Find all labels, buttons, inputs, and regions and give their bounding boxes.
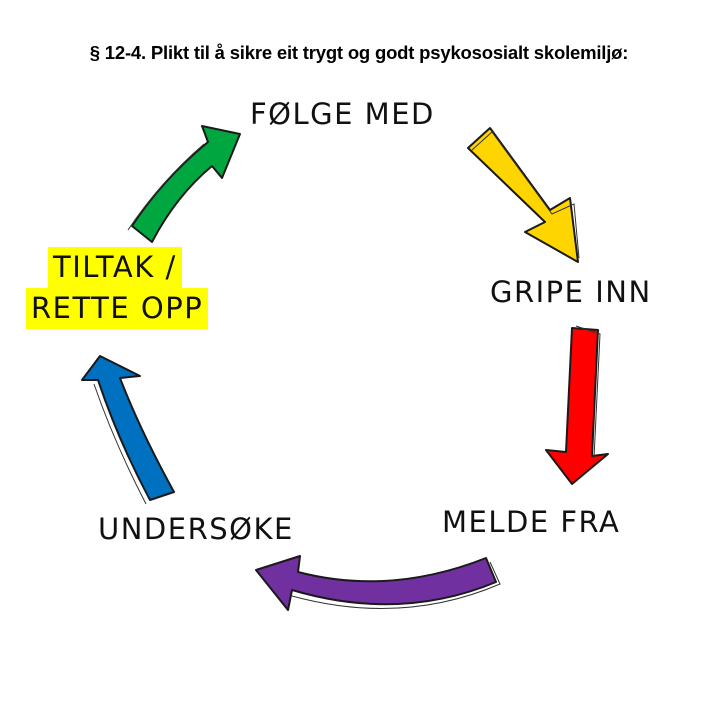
step-gripe-inn: GRIPE INN <box>490 275 652 309</box>
arrow-blue <box>81 355 175 505</box>
step-melde-fra: MELDE FRA <box>442 505 621 539</box>
arrow-green <box>127 125 241 243</box>
step-tiltak-rette-opp: TILTAK / RETTE OPP <box>26 247 228 352</box>
arrow-red <box>545 325 609 485</box>
step-tiltak-line2: RETTE OPP <box>26 288 209 329</box>
arrow-purple <box>255 555 501 611</box>
page-title: § 12-4. Plikt til å sikre eit trygt og g… <box>89 42 629 63</box>
step-undersoke: UNDERSØKE <box>98 512 294 546</box>
arrow-yellow <box>467 127 580 263</box>
step-tiltak-line1: TILTAK / <box>48 247 182 288</box>
step-folge-med: FØLGE MED <box>250 97 435 131</box>
